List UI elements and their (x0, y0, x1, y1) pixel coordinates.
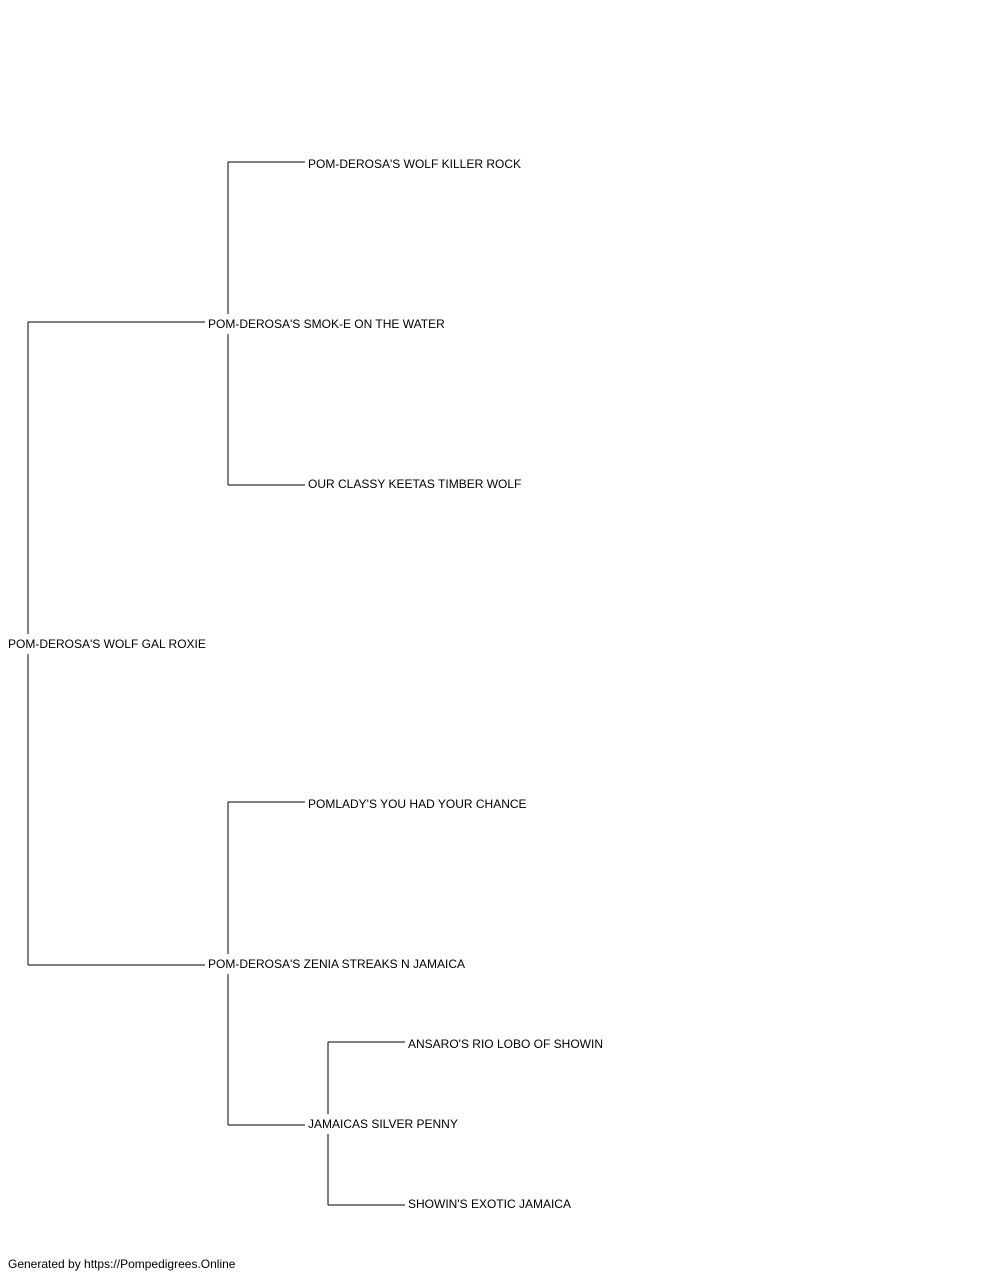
sire-sire-name: POM-DEROSA'S WOLF KILLER ROCK (308, 157, 521, 171)
sire-dam-name: OUR CLASSY KEETAS TIMBER WOLF (308, 477, 521, 491)
dam-dam-name: JAMAICAS SILVER PENNY (308, 1117, 458, 1131)
dam-sire-name: POMLADY'S YOU HAD YOUR CHANCE (308, 797, 527, 811)
label-backgrounds (6, 314, 468, 1134)
footer-credit: Generated by https://Pompedigrees.Online (8, 1257, 236, 1271)
dam-name: POM-DEROSA'S ZENIA STREAKS N JAMAICA (208, 957, 465, 971)
dam-dam-label-bg (306, 1114, 460, 1134)
labels: POM-DEROSA'S WOLF GAL ROXIE POM-DEROSA'S… (8, 157, 603, 1211)
subject-label-bg (6, 634, 208, 654)
sire-label-bg (206, 314, 448, 334)
dam-label-bg (206, 954, 468, 974)
dam-dam-dam-name: SHOWIN'S EXOTIC JAMAICA (408, 1197, 571, 1211)
dam-dam-sire-name: ANSARO'S RIO LOBO OF SHOWIN (408, 1037, 603, 1051)
subject-name: POM-DEROSA'S WOLF GAL ROXIE (8, 637, 206, 651)
sire-name: POM-DEROSA'S SMOK-E ON THE WATER (208, 317, 445, 331)
